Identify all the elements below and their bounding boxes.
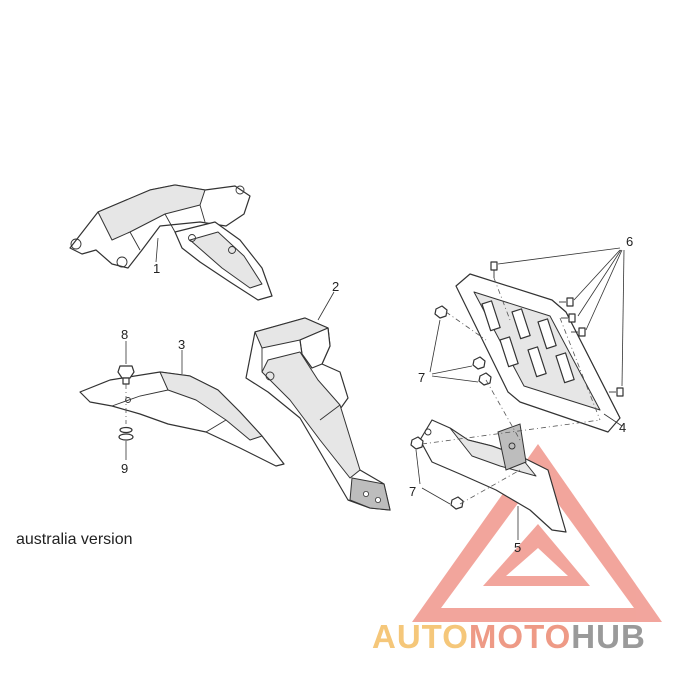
part-5-reflector-bracket — [419, 419, 567, 533]
callout-9: 9 — [121, 461, 128, 476]
part-1-rear-mudguard — [69, 184, 273, 301]
callout-8: 8 — [121, 327, 128, 342]
watermark-hub: HUB — [571, 618, 646, 655]
part-6-screws — [490, 261, 624, 397]
part-4-plate-holder — [455, 273, 621, 433]
part-9-washer — [118, 426, 134, 441]
svg-text:AUTOMOTOHUB: AUTOMOTOHUB — [372, 618, 646, 655]
version-caption: australia version — [16, 531, 133, 548]
callout-2: 2 — [332, 279, 339, 294]
part-8-screw — [117, 365, 135, 385]
part-3-lower-panel — [79, 371, 285, 467]
callout-7-lower: 7 — [409, 484, 416, 499]
callout-6: 6 — [626, 234, 633, 249]
callout-5: 5 — [514, 540, 521, 555]
part-2-plate-support — [245, 317, 391, 511]
callout-3: 3 — [178, 337, 185, 352]
callout-7-upper: 7 — [418, 370, 425, 385]
watermark-moto: MOTO — [469, 618, 571, 655]
part-7-nuts — [410, 305, 492, 510]
callout-1: 1 — [153, 261, 160, 276]
callout-4: 4 — [619, 420, 626, 435]
watermark-wordmark: AUTOMOTOHUB — [372, 618, 646, 655]
watermark-logo-mark — [412, 444, 662, 622]
watermark-auto: AUTO — [372, 618, 469, 655]
